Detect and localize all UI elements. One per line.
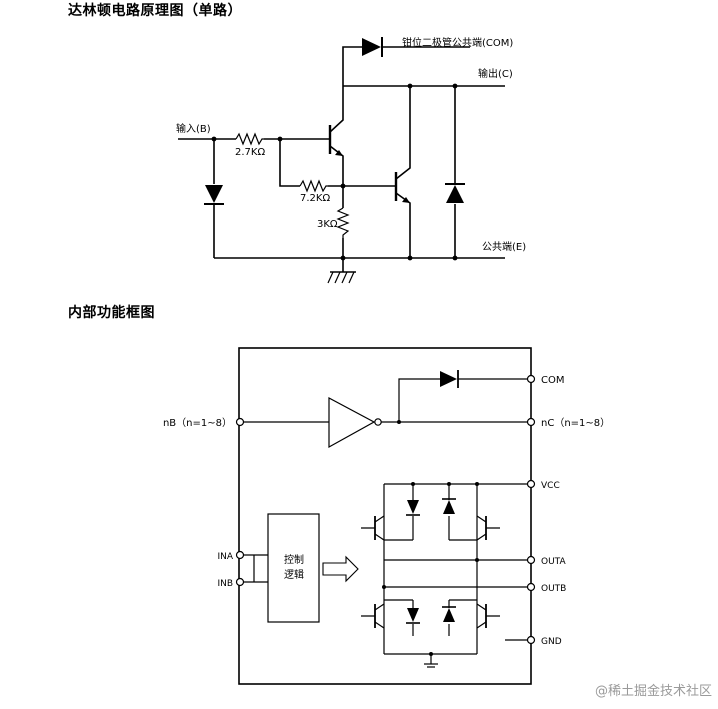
transistor-q1	[328, 86, 344, 186]
output-label: 输出(C)	[478, 67, 513, 80]
circuit-heading: 达林顿电路原理图（单路）	[68, 3, 242, 19]
hbridge-diode-4	[442, 606, 456, 622]
common-label: 公共端(E)	[482, 240, 526, 253]
chip-outline	[238, 347, 532, 685]
hbridge-transistor-2	[449, 515, 500, 541]
r3-label: 3KΩ	[317, 219, 338, 230]
pin-outa	[526, 555, 536, 565]
hbridge-transistor-1	[361, 515, 413, 541]
label-nb: nB（n=1~8）	[163, 417, 232, 429]
r1-label: 2.7KΩ	[235, 147, 265, 158]
ground-symbol	[327, 258, 356, 284]
control-logic-block	[267, 513, 320, 623]
hbridge-diode-1	[406, 500, 420, 516]
logic-label-1: 控制	[284, 553, 304, 566]
resistor-7k2	[299, 179, 328, 193]
resistor-2k7	[235, 132, 264, 146]
label-vcc: VCC	[541, 481, 560, 491]
hbridge-diode-3	[406, 608, 420, 624]
hbridge-diode-2	[442, 498, 456, 514]
logic-label-2: 逻辑	[284, 568, 304, 581]
pin-com	[526, 374, 536, 384]
label-com: COM	[541, 375, 564, 386]
com-diode	[440, 370, 459, 388]
pin-nc	[526, 417, 536, 427]
flyback-diode	[445, 183, 465, 203]
darlington-schematic: 钳位二极管公共端(COM) 输出(C) 输入(B) 2.7KΩ 7.2KΩ 3K…	[176, 36, 526, 284]
block-diagram: 控制 逻辑	[163, 347, 610, 685]
label-inb: INB	[217, 579, 233, 589]
pin-outb	[526, 582, 536, 592]
inverter-buffer	[328, 397, 382, 449]
pin-inb	[235, 577, 245, 587]
transistor-q2	[394, 86, 411, 258]
pin-vcc	[526, 479, 536, 489]
clamp-label: 钳位二极管公共端(COM)	[402, 36, 513, 49]
label-outa: OUTA	[541, 557, 566, 567]
input-label: 输入(B)	[176, 122, 211, 135]
label-gnd: GND	[541, 637, 562, 647]
hbridge-transistor-3	[361, 599, 413, 629]
pin-ina	[235, 550, 245, 560]
label-ina: INA	[217, 552, 233, 562]
clamp-diode	[362, 37, 383, 57]
resistor-3k	[336, 207, 350, 238]
pin-nb	[235, 417, 245, 427]
pin-gnd	[526, 635, 536, 645]
flow-arrow	[322, 555, 359, 583]
input-diode	[204, 185, 224, 205]
label-outb: OUTB	[541, 584, 566, 594]
watermark: @稀土掘金技术社区	[594, 684, 712, 699]
r2-label: 7.2KΩ	[300, 193, 330, 204]
block-diagram-heading: 内部功能框图	[68, 305, 155, 321]
label-nc: nC（n=1~8）	[541, 417, 610, 429]
clamp-wire	[342, 46, 470, 86]
hbridge-transistor-4	[449, 599, 500, 629]
